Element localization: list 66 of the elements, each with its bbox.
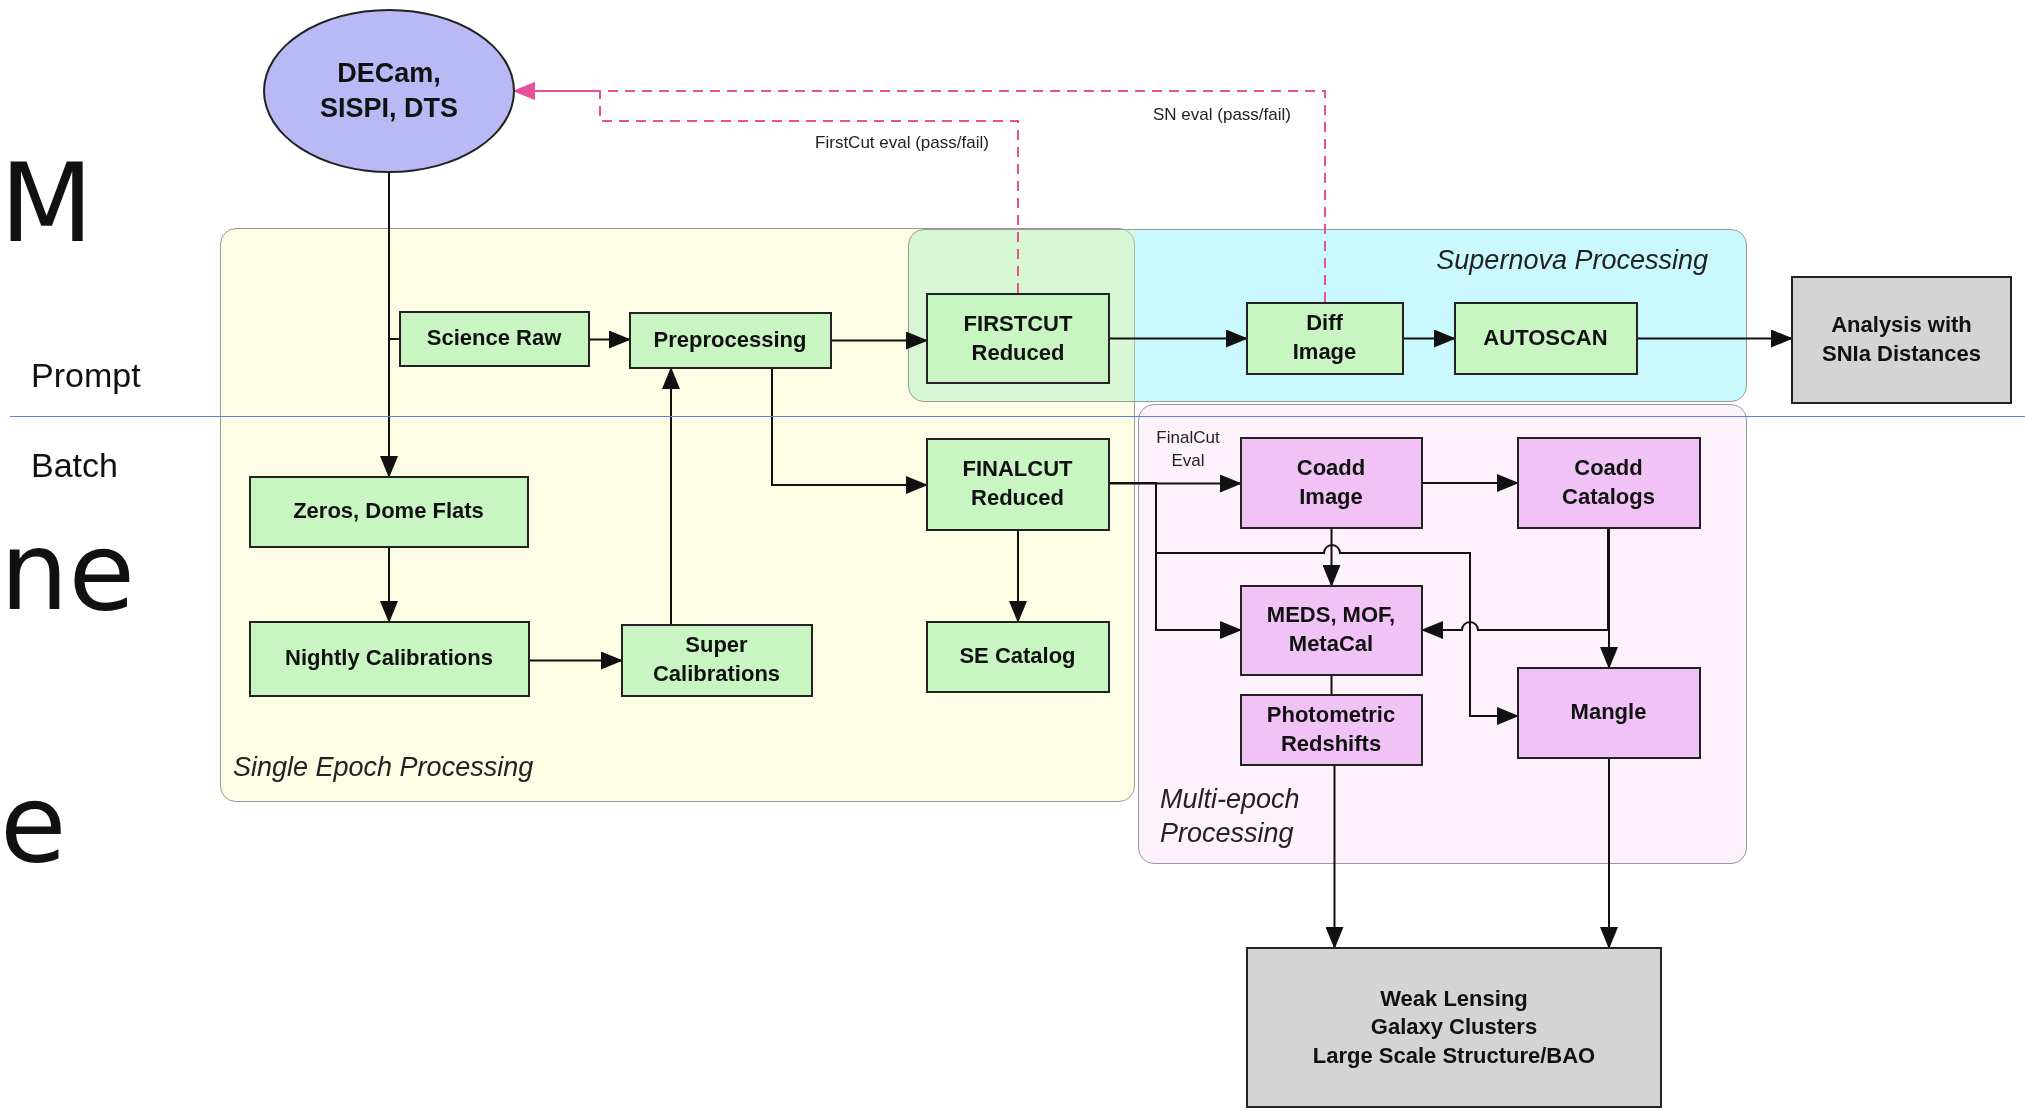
arrow: [1109, 329, 1248, 348]
box-label: Photometric Redshifts: [1265, 700, 1397, 758]
box-label: Science Raw: [426, 324, 562, 353]
box-label: Mangle: [1570, 698, 1647, 727]
section-label: Prompt: [31, 358, 141, 392]
panel-title: Multi-epoch Processing: [1160, 783, 1301, 850]
arrow: [771, 368, 928, 494]
process-box: [925, 437, 1110, 531]
arrow: [1009, 530, 1027, 623]
box-label: FINALCUT Reduced: [961, 455, 1074, 512]
arrow: [1322, 528, 1341, 587]
box-label: Coadd Image: [1295, 453, 1367, 511]
box-label: Nightly Calibrations: [285, 644, 493, 673]
box-label: SE Catalog: [959, 642, 1076, 671]
box-label: Large Scale Structure/BAO: [1312, 1041, 1596, 1070]
arrow: [662, 367, 680, 625]
panel-title: Supernova Processing: [1436, 244, 1708, 277]
process-box: [1453, 301, 1638, 375]
box-label: MEDS, MOF, MetaCal: [1265, 601, 1397, 658]
process-box: [926, 293, 1110, 384]
box-label: Super Calibrations: [651, 631, 782, 688]
box-label: Diff Image: [1291, 309, 1358, 366]
process-box: [925, 620, 1110, 693]
section-label: Batch: [31, 448, 118, 482]
box-label: Analysis with SNIa Distances: [1821, 311, 1982, 368]
arrow: [1325, 765, 1344, 949]
box-label: Preprocessing: [653, 325, 807, 354]
process-box: [1239, 584, 1423, 676]
arrow: [1421, 528, 1609, 639]
process-box: [628, 311, 832, 369]
process-box: [248, 475, 529, 548]
box-label: Weak Lensing: [1380, 984, 1528, 1013]
process-box: [620, 623, 813, 697]
arrow: [1600, 758, 1618, 949]
processing-panel: [1138, 404, 1747, 864]
process-box: [248, 620, 530, 697]
arrow: [1422, 474, 1519, 492]
connector-line: [1330, 675, 1333, 695]
process-box: [1239, 693, 1423, 766]
processing-panel: [220, 228, 1135, 802]
box-label: FIRSTCUT Reduced: [962, 309, 1074, 367]
process-box: [1239, 436, 1423, 529]
arrow: [831, 331, 928, 350]
box-label: Zeros, Dome Flats: [293, 497, 484, 526]
box-label: Galaxy Clusters: [1370, 1013, 1538, 1042]
slide-text: M: [0, 150, 94, 258]
process-box: [1245, 301, 1404, 375]
arrow: [1600, 528, 1618, 669]
arrow: [529, 651, 623, 670]
arrow: [380, 547, 398, 623]
process-box: [1516, 666, 1701, 759]
arrow: [1109, 474, 1242, 493]
output-box: [1791, 276, 2012, 404]
slide-text: e: [0, 770, 67, 878]
slide-text: ne: [0, 518, 135, 626]
box-label: Coadd Catalogs: [1561, 453, 1656, 511]
arrow: [1403, 329, 1456, 348]
panel-title: Single Epoch Processing: [233, 751, 534, 784]
process-box: [398, 310, 590, 367]
process-box: [1516, 436, 1701, 529]
output-box: [1246, 947, 1662, 1108]
arrow: [589, 330, 631, 349]
feedback-arrow: [513, 82, 1326, 303]
box-label: DECam, SISPI, DTS: [318, 56, 459, 125]
arrow: [1637, 329, 1793, 348]
box-label: AUTOSCAN: [1483, 323, 1608, 352]
